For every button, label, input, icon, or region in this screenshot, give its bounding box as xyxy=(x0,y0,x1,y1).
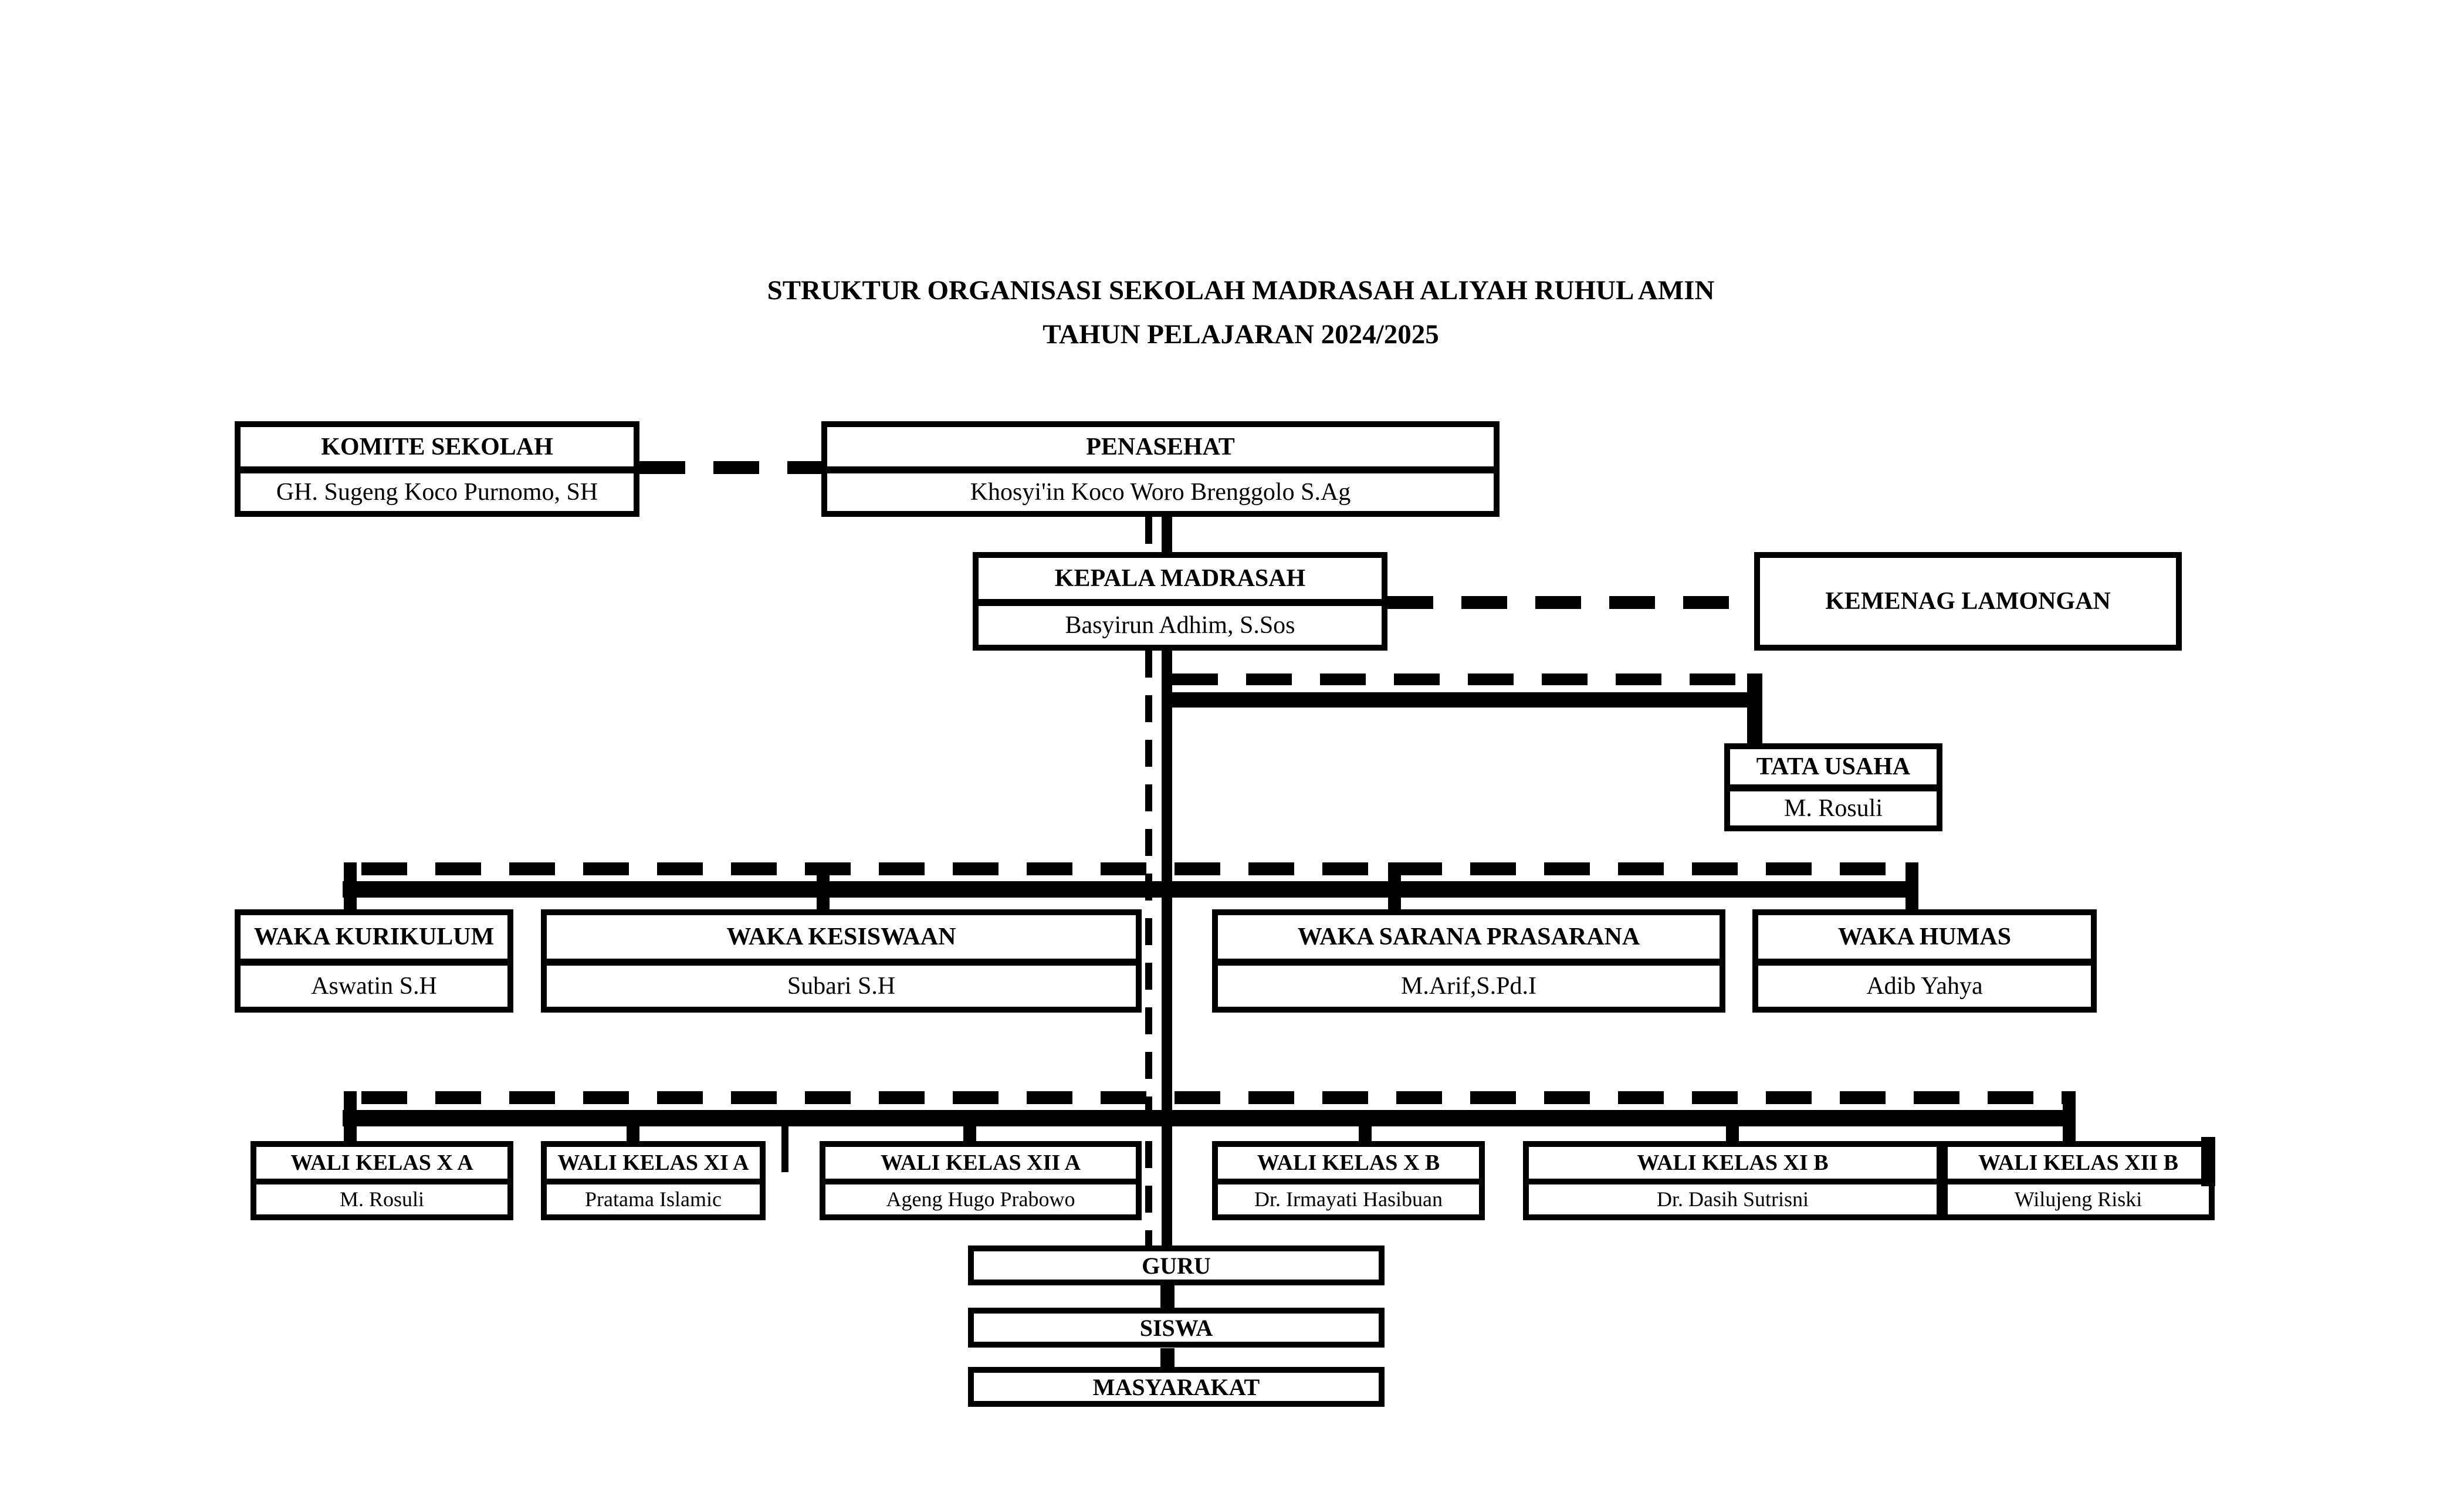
box-role-label: KEPALA MADRASAH xyxy=(1054,564,1306,592)
box-person-name: Dr. Irmayati Hasibuan xyxy=(1218,1178,1479,1214)
box-person-name: Dr. Dasih Sutrisni xyxy=(1529,1178,1937,1214)
box-waka-kurikulum: WAKA KURIKULUM Aswatin S.H xyxy=(235,909,513,1013)
box-person-name: Adib Yahya xyxy=(1758,958,2091,1007)
box-role-label: WAKA SARANA PRASARANA xyxy=(1297,923,1640,950)
box-person-name: Pratama Islamic xyxy=(547,1178,760,1214)
connector-guru-siswa xyxy=(1160,1285,1175,1308)
box-role-label: MASYARAKAT xyxy=(1092,1373,1260,1400)
box-role-label: WALI KELAS X B xyxy=(1257,1150,1440,1175)
box-person-name: Wilujeng Riski xyxy=(1948,1178,2209,1214)
connector-stub-waka-kesiswaan xyxy=(817,862,830,909)
box-wali-kelas-xi-b: WALI KELAS XI B Dr. Dasih Sutrisni xyxy=(1523,1141,1942,1220)
box-wali-kelas-xi-a: WALI KELAS XI A Pratama Islamic xyxy=(541,1141,766,1220)
box-role-label: KOMITE SEKOLAH xyxy=(321,433,553,461)
page-title-line1: STRUKTUR ORGANISASI SEKOLAH MADRASAH ALI… xyxy=(767,275,1715,306)
box-komite-sekolah: KOMITE SEKOLAH GH. Sugeng Koco Purnomo, … xyxy=(235,421,639,517)
box-guru: GURU xyxy=(968,1245,1385,1285)
divider-bar-between-wali-xi-a-xii-a xyxy=(781,1122,788,1172)
connector-kepala-kemenag-dashed xyxy=(1387,596,1754,609)
page-title-line2: TAHUN PELAJARAN 2024/2025 xyxy=(1043,319,1439,350)
box-wali-kelas-xii-a: WALI KELAS XII A Ageng Hugo Prabowo xyxy=(820,1141,1142,1220)
connector-wali-row-dashed xyxy=(361,1091,2076,1104)
box-wali-kelas-x-a: WALI KELAS X A M. Rosuli xyxy=(251,1141,513,1220)
box-role-label: PENASEHAT xyxy=(1086,433,1235,461)
thick-bar-right-of-wali-xii-b xyxy=(2201,1137,2215,1186)
connector-stub-wali-xii-a xyxy=(963,1110,976,1141)
box-role-label: WALI KELAS XII A xyxy=(880,1150,1081,1175)
box-person-name: M. Rosuli xyxy=(256,1178,507,1214)
connector-penasehat-kepala-dashed xyxy=(1145,517,1152,552)
box-role-label: WALI KELAS XII B xyxy=(1978,1150,2179,1175)
connector-penasehat-kepala-solid xyxy=(1162,517,1172,552)
box-penasehat: PENASEHAT Khosyi'in Koco Woro Brenggolo … xyxy=(821,421,1500,517)
box-role-label: KEMENAG LAMONGAN xyxy=(1825,588,2111,615)
connector-tata-usaha-branch-solid xyxy=(1172,692,1762,708)
box-role-label: SISWA xyxy=(1139,1314,1213,1341)
box-waka-sarana-prasarana: WAKA SARANA PRASARANA M.Arif,S.Pd.I xyxy=(1212,909,1725,1013)
box-person-name: Subari S.H xyxy=(547,958,1136,1007)
box-person-name: M. Rosuli xyxy=(1730,784,1937,825)
box-wali-kelas-xii-b: WALI KELAS XII B Wilujeng Riski xyxy=(1942,1141,2215,1220)
box-wali-kelas-x-b: WALI KELAS X B Dr. Irmayati Hasibuan xyxy=(1212,1141,1485,1220)
connector-tata-usaha-branch-dashed xyxy=(1172,673,1753,685)
connector-waka-row-dashed xyxy=(361,862,1914,875)
connector-komite-penasehat-dashed xyxy=(639,461,821,474)
box-person-name: Ageng Hugo Prabowo xyxy=(825,1178,1136,1214)
connector-stub-wali-xii-b xyxy=(2063,1091,2076,1141)
connector-center-vertical-dashed xyxy=(1145,651,1152,1245)
connector-siswa-masyarakat xyxy=(1160,1348,1175,1368)
box-kemenag-lamongan: KEMENAG LAMONGAN xyxy=(1754,552,2182,651)
connector-stub-wali-x-a xyxy=(344,1091,357,1141)
connector-stub-waka-sarana xyxy=(1388,862,1401,909)
connector-center-vertical-solid xyxy=(1162,651,1172,1245)
box-role-label: WAKA KESISWAAN xyxy=(726,923,956,950)
box-role-label: WAKA HUMAS xyxy=(1837,923,2012,950)
box-tata-usaha: TATA USAHA M. Rosuli xyxy=(1724,743,1942,831)
page-title: STRUKTUR ORGANISASI SEKOLAH MADRASAH ALI… xyxy=(645,276,1836,349)
box-person-name: M.Arif,S.Pd.I xyxy=(1218,958,1720,1007)
box-person-name: GH. Sugeng Koco Purnomo, SH xyxy=(241,466,634,511)
box-siswa: SISWA xyxy=(968,1308,1385,1348)
box-waka-kesiswaan: WAKA KESISWAAN Subari S.H xyxy=(541,909,1142,1013)
connector-stub-waka-humas xyxy=(1905,862,1918,909)
box-role-label: GURU xyxy=(1142,1252,1211,1279)
box-kepala-madrasah: KEPALA MADRASAH Basyirun Adhim, S.Sos xyxy=(973,552,1387,651)
connector-wali-row-solid xyxy=(343,1110,2069,1126)
box-role-label: WALI KELAS X A xyxy=(290,1150,473,1175)
connector-stub-waka-kurikulum xyxy=(344,862,357,909)
box-person-name: Khosyi'in Koco Woro Brenggolo S.Ag xyxy=(827,466,1494,511)
box-role-label: TATA USAHA xyxy=(1756,753,1911,781)
connector-stub-wali-x-b xyxy=(1359,1110,1372,1141)
box-person-name: Aswatin S.H xyxy=(241,958,507,1007)
box-waka-humas: WAKA HUMAS Adib Yahya xyxy=(1752,909,2097,1013)
connector-waka-row-solid xyxy=(343,881,1918,898)
connector-stub-wali-xi-a xyxy=(627,1110,639,1141)
box-masyarakat: MASYARAKAT xyxy=(968,1367,1385,1407)
box-person-name: Basyirun Adhim, S.Sos xyxy=(979,598,1382,645)
connector-stub-wali-xi-b xyxy=(1726,1110,1739,1141)
connector-tata-usaha-drop xyxy=(1747,673,1762,743)
box-role-label: WALI KELAS XI A xyxy=(557,1150,749,1175)
box-role-label: WALI KELAS XI B xyxy=(1637,1150,1829,1175)
box-role-label: WAKA KURIKULUM xyxy=(253,923,495,950)
